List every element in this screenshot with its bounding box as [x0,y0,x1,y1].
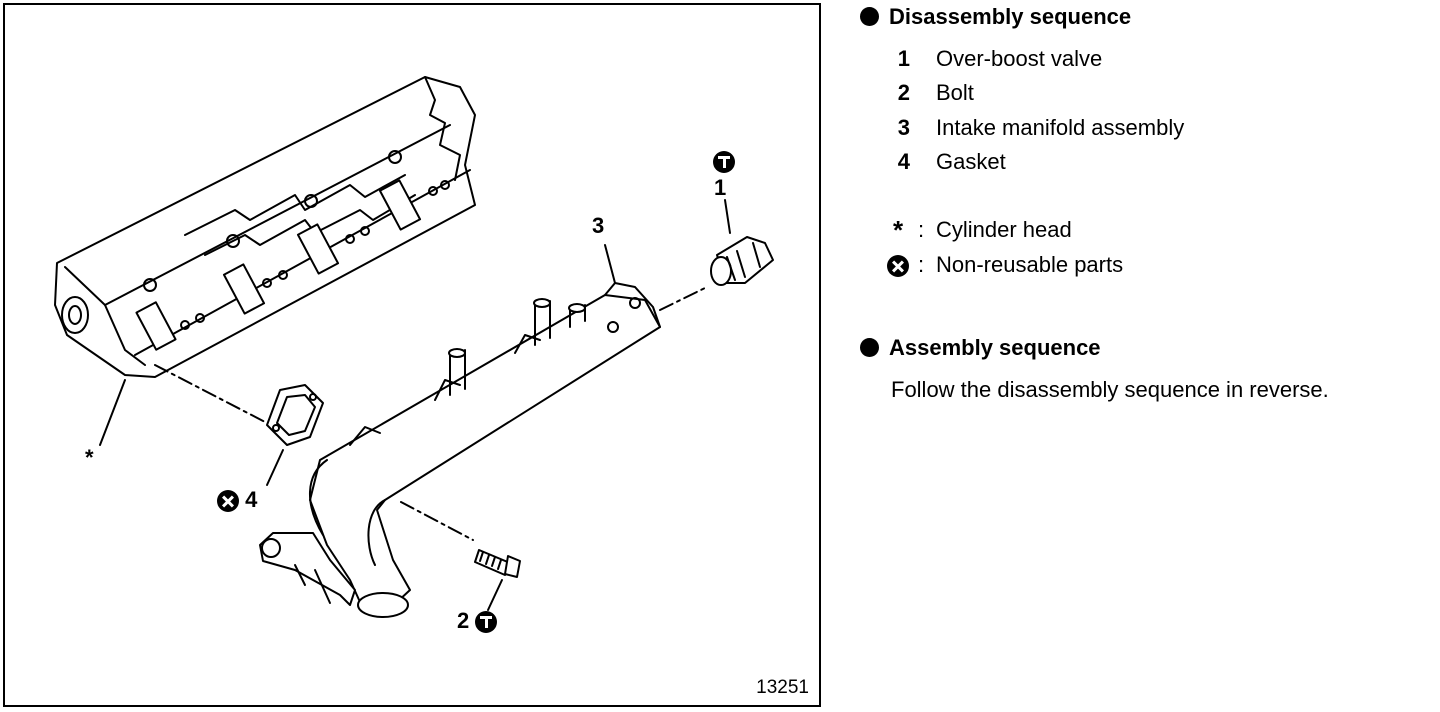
item-label: Gasket [936,149,1006,174]
assembly-instructions: Follow the disassembly sequence in rever… [891,377,1329,402]
disassembly-heading: Disassembly sequence [860,4,1131,30]
callout-torque-1 [713,150,735,174]
bolt-drawing [474,549,521,611]
bullet-icon [860,338,879,357]
figure-panel: 1 3 * 4 2 13251 [3,3,821,707]
callout-4-number: 4 [245,487,258,512]
figure-number: 13251 [756,677,809,698]
bullet-icon [860,7,879,26]
overboost-valve-drawing [710,199,774,286]
callout-3: 3 [592,213,605,238]
legend-colon: : [918,217,925,242]
item-number: 4 [897,149,910,174]
item-label: Intake manifold assembly [936,115,1185,140]
item-label: Bolt [936,80,974,105]
callout-4: 4 [217,487,258,513]
intake-manifold-drawing [259,282,661,618]
assembly-heading: Assembly sequence [860,335,1101,361]
callout-asterisk: * [85,445,94,470]
callout-2-number: 2 [457,608,470,633]
callout-1: 1 [714,175,727,200]
item-number: 1 [897,46,910,71]
assembly-heading-text: Assembly sequence [889,335,1101,360]
manifold-illustration [54,76,774,618]
item-number: 3 [897,115,910,140]
asterisk-symbol: * [892,215,904,245]
gasket-drawing [266,384,324,486]
non-reusable-icon [217,490,239,513]
disassembly-heading-text: Disassembly sequence [889,4,1132,29]
nonreusable-label: Non-reusable parts [936,252,1124,277]
callout-2: 2 [457,608,498,634]
legend-colon: : [918,252,925,277]
item-number: 2 [897,80,910,105]
asterisk-label: Cylinder head [936,217,1072,242]
asterisk-leader [99,379,126,446]
tighten-torque-icon [713,151,735,174]
item-label: Over-boost valve [936,46,1103,71]
non-reusable-icon [880,252,916,278]
tighten-torque-icon [475,611,498,634]
cylinder-head-drawing [54,76,476,378]
